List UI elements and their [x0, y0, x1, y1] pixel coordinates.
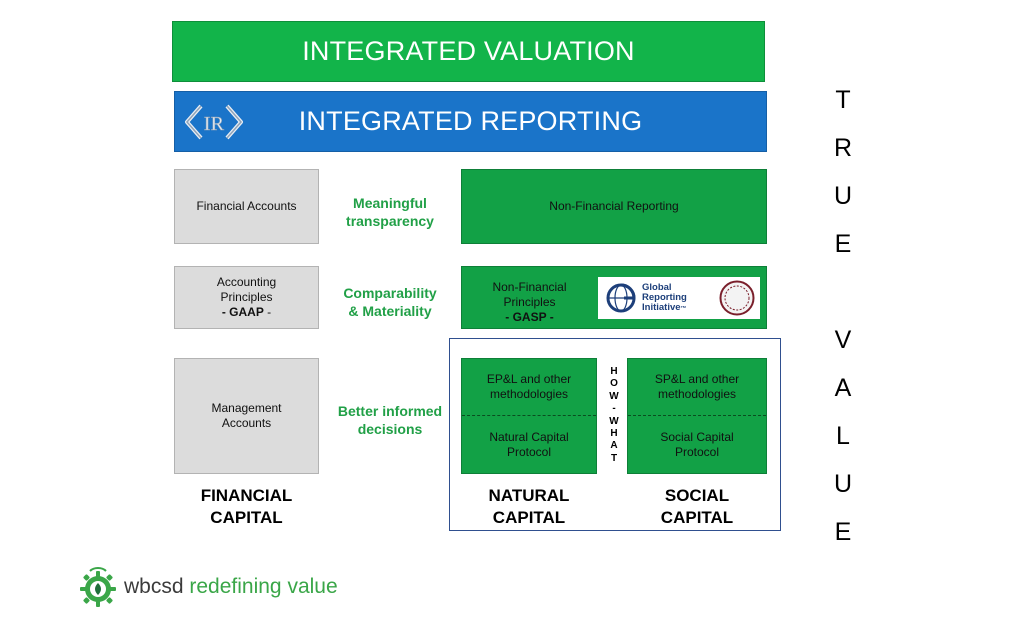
wbcsd-wordmark: wbcsd redefining value	[124, 575, 338, 599]
spl-line-2: methodologies	[657, 387, 737, 401]
transparency-line-2: transparency	[346, 213, 434, 229]
ir-logo-icon: IR	[185, 104, 243, 140]
wbcsd-gear-icon	[80, 567, 116, 607]
gri-line-2: Reporting	[642, 292, 687, 303]
accounting-principles-line-2: Principles	[220, 290, 273, 304]
gri-sasb-logo-panel: Global Reporting Initiative™	[598, 277, 760, 319]
integrated-reporting-banner: IR INTEGRATED REPORTING	[174, 91, 767, 152]
management-accounts-line-2: Accounts	[221, 416, 272, 430]
non-financial-reporting-box: Non-Financial Reporting	[461, 169, 767, 244]
natural-capital-protocol-line-2: Protocol	[506, 445, 552, 459]
true-value-char: U	[833, 470, 853, 498]
non-financial-principles-box: Non-Financial Principles - GASP - Global…	[461, 266, 767, 329]
how-what-char: H	[610, 428, 618, 440]
accounting-principles-line-1: Accounting	[216, 275, 277, 289]
epl-divider	[462, 415, 596, 416]
true-value-char: V	[834, 326, 852, 354]
how-what-char: O	[610, 378, 618, 390]
how-what-char: H	[610, 366, 618, 377]
social-capital-line-1: SOCIAL	[664, 486, 730, 505]
true-value-char: L	[836, 422, 850, 450]
gri-logo-text: Global Reporting Initiative™	[642, 283, 712, 314]
gri-line-1: Global	[642, 282, 672, 293]
wbcsd-tagline-text: redefining value	[189, 575, 338, 598]
accounting-principles-box: Accounting Principles - GAAP -	[174, 266, 319, 329]
social-capital-label: SOCIAL CAPITAL	[627, 485, 767, 529]
gri-tm: ™	[680, 306, 687, 312]
true-value-gap	[823, 268, 863, 316]
financial-capital-line-2: CAPITAL	[210, 508, 283, 527]
true-value-char: A	[834, 374, 852, 402]
how-what-char: -	[612, 403, 616, 415]
gasp-label: - GASP -	[505, 310, 554, 324]
true-value-char: R	[833, 134, 853, 162]
materiality-line-1: Comparability	[343, 285, 437, 301]
natural-capital-label: NATURAL CAPITAL	[461, 485, 597, 529]
how-what-char: T	[610, 452, 618, 464]
ir-logo-text: IR	[204, 113, 225, 135]
integrated-reporting-title: INTEGRATED REPORTING	[298, 106, 643, 136]
social-capital-line-2: CAPITAL	[660, 508, 734, 527]
gri-initiative: Initiative	[642, 302, 681, 313]
true-value-char: E	[834, 518, 852, 546]
wbcsd-brand-text: wbcsd	[124, 575, 184, 598]
gri-globe-icon	[606, 283, 636, 313]
true-value-char: U	[833, 182, 853, 210]
wbcsd-logo: wbcsd redefining value	[76, 565, 338, 609]
social-capital-protocol-line-1: Social Capital	[660, 430, 734, 444]
non-financial-principles-text: Non-Financial Principles - GASP -	[472, 280, 587, 325]
natural-capital-line-2: CAPITAL	[492, 508, 566, 527]
how-what-char: A	[610, 440, 618, 452]
natural-social-capital-frame	[449, 338, 781, 531]
true-value-vertical-label: T R U E V A L U E	[823, 76, 863, 556]
gri-line-3: Initiative™	[642, 303, 712, 314]
gaap-label: - GAAP	[221, 305, 264, 319]
transparency-line-1: Meaningful	[353, 195, 427, 211]
decisions-line-2: decisions	[357, 421, 423, 437]
financial-accounts-label: Financial Accounts	[196, 199, 297, 213]
meaningful-transparency-label: Meaningful transparency	[330, 194, 450, 230]
integrated-valuation-banner: INTEGRATED VALUATION	[172, 21, 765, 82]
nfp-line-2: Principles	[503, 295, 556, 309]
epl-line-1: EP&L and other	[486, 372, 572, 386]
better-informed-decisions-label: Better informed decisions	[330, 402, 450, 438]
nfp-line-1: Non-Financial	[492, 280, 567, 294]
true-value-char: T	[835, 86, 851, 114]
sasb-seal-icon	[719, 280, 755, 316]
spl-divider	[628, 415, 766, 416]
non-financial-reporting-label: Non-Financial Reporting	[549, 199, 679, 213]
social-capital-protocol-line-2: Protocol	[674, 445, 720, 459]
financial-capital-line-1: FINANCIAL	[200, 486, 293, 505]
materiality-line-2: & Materiality	[348, 303, 432, 319]
integrated-valuation-title: INTEGRATED VALUATION	[302, 36, 635, 66]
natural-capital-protocol-line-1: Natural Capital	[489, 430, 569, 444]
management-accounts-box: Management Accounts	[174, 358, 319, 474]
true-value-char: E	[834, 230, 852, 258]
financial-capital-label: FINANCIAL CAPITAL	[174, 485, 319, 529]
comparability-materiality-label: Comparability & Materiality	[330, 284, 450, 320]
management-accounts-line-1: Management	[211, 401, 282, 415]
natural-capital-line-1: NATURAL	[488, 486, 570, 505]
gaap-line: - GAAP -	[222, 305, 271, 320]
epl-line-2: methodologies	[489, 387, 569, 401]
spl-line-1: SP&L and other	[654, 372, 740, 386]
how-what-char: W	[609, 390, 619, 402]
decisions-line-1: Better informed	[337, 403, 443, 419]
financial-accounts-box: Financial Accounts	[174, 169, 319, 244]
gaap-tail: -	[263, 305, 272, 319]
how-what-char: W	[609, 415, 619, 427]
how-what-vertical-label: H O W - W H A T	[607, 366, 621, 465]
